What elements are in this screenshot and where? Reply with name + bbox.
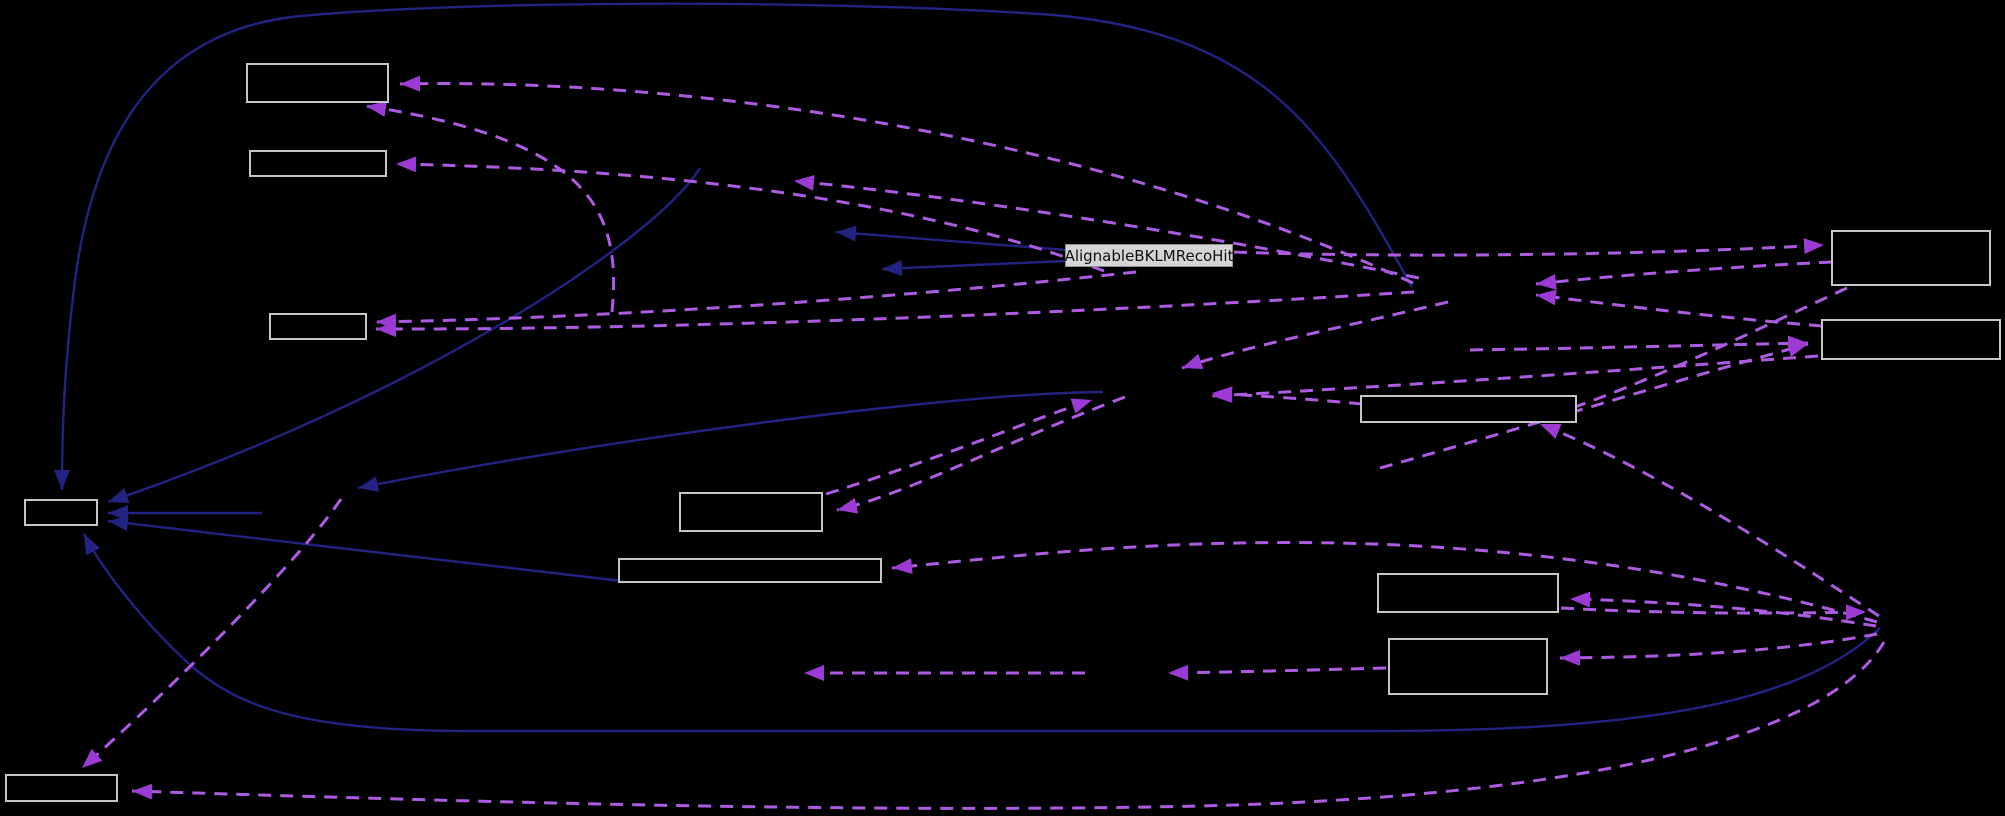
- class-box-right-mid[interactable]: [1360, 395, 1577, 423]
- class-box-top-left-2[interactable]: [249, 150, 387, 177]
- edge-inherit-to-farleft-1: [107, 167, 702, 504]
- class-box-top-left-1[interactable]: [246, 63, 389, 103]
- edge-inherit-left-lower: [881, 259, 1067, 277]
- class-box-center-wide[interactable]: [618, 558, 882, 583]
- edge-use-box3-upper: [375, 270, 1137, 330]
- class-box-center-1[interactable]: [679, 492, 823, 532]
- edge-use-box11: [1233, 238, 1825, 257]
- edge-inherit-long-left: [357, 390, 1104, 492]
- edge-use-hub3-top: [1181, 300, 1449, 370]
- edge-use-from-box11: [1535, 260, 1833, 290]
- edge-use-box13-top: [81, 498, 343, 770]
- edge-use-box5: [836, 395, 1126, 514]
- edge-use-box3-lower: [375, 290, 1415, 338]
- class-box-far-left[interactable]: [24, 499, 98, 526]
- edge-use-hub3-right-b: [1211, 354, 1819, 403]
- class-box-right-lower-1[interactable]: [1377, 573, 1559, 613]
- edge-use-to-hub2: [1560, 604, 1867, 621]
- class-box-far-right-2[interactable]: [1821, 319, 2001, 360]
- edge-use-box1-short: [365, 101, 616, 313]
- edge-use-box2: [395, 156, 1105, 273]
- central-node-alignable-bklm-recohit: AlignableBKLMRecoHit: [1065, 244, 1233, 267]
- edge-use-box1-long: [399, 75, 1414, 285]
- edge-inherit-left-upper: [835, 225, 1067, 252]
- edge-use-box6: [891, 541, 1878, 624]
- class-box-bottom-left[interactable]: [5, 774, 118, 802]
- class-box-mid-left[interactable]: [269, 313, 367, 340]
- edge-use-from-box12: [1535, 289, 1823, 328]
- edge-use-box9: [1569, 591, 1877, 628]
- edge-inherit-loop-bottom: [82, 533, 1881, 733]
- edge-use-box10: [1559, 632, 1878, 666]
- class-box-far-right-1[interactable]: [1831, 230, 1991, 286]
- edge-use-midair-bot-b: [1167, 664, 1387, 681]
- edge-use-box13-long: [131, 641, 1886, 810]
- edge-inherit-to-farleft-3: [107, 515, 623, 583]
- central-node-label: AlignableBKLMRecoHit: [1064, 246, 1234, 265]
- edge-use-box8-b: [1539, 422, 1880, 618]
- edge-use-hub3-left: [825, 398, 1093, 496]
- edge-use-midair-top: [793, 174, 1420, 280]
- edge-use-box12-a: [1379, 341, 1809, 470]
- edge-inherit-loop-top: [54, 2, 1414, 491]
- edge-use-box8-a: [1539, 286, 1848, 421]
- edge-use-box12-b: [1469, 335, 1809, 352]
- class-box-right-lower-2[interactable]: [1388, 638, 1548, 695]
